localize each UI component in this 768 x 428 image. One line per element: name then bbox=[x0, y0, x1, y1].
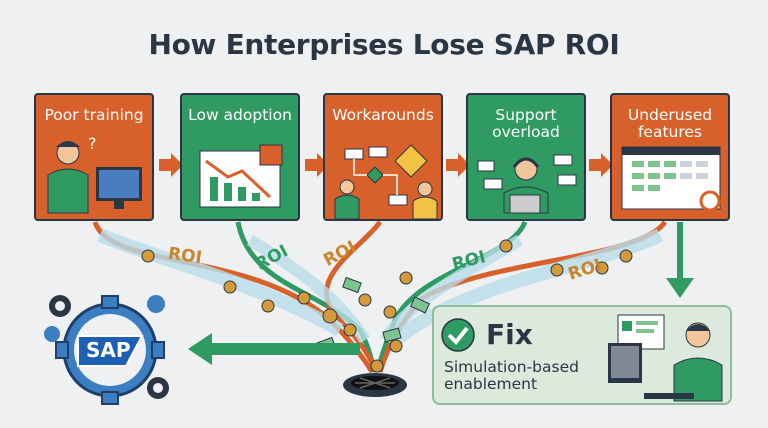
dashboard-screen-icon bbox=[621, 146, 721, 212]
coin-icon bbox=[399, 271, 413, 285]
confused-person-icon: ? bbox=[47, 134, 142, 214]
arrow-right-icon bbox=[589, 153, 613, 177]
support-agent-icon bbox=[477, 154, 577, 214]
workaround-flow-icon bbox=[334, 144, 438, 219]
gear-icon bbox=[147, 295, 165, 313]
gear-icon bbox=[44, 326, 60, 342]
coin-icon bbox=[383, 305, 397, 319]
step-card-underused-features: Underused features bbox=[610, 93, 730, 221]
coin-icon bbox=[370, 359, 384, 373]
step-card-low-adoption: Low adoption bbox=[180, 93, 300, 221]
magnifier-icon bbox=[699, 190, 721, 212]
coin-icon bbox=[141, 249, 155, 263]
fix-subtitle: Simulation-based enablement bbox=[444, 358, 579, 393]
coin-icon bbox=[297, 291, 311, 305]
step-label: Low adoption bbox=[188, 106, 292, 124]
coin-icon bbox=[389, 339, 403, 353]
step-card-support-overload: Support overload bbox=[466, 93, 586, 221]
coin-icon bbox=[499, 239, 513, 253]
step-label: Poor training bbox=[44, 106, 144, 124]
bill-icon bbox=[382, 327, 402, 343]
sap-logo-text: SAP bbox=[86, 338, 131, 362]
thumbs-down-icon bbox=[259, 144, 283, 166]
gear-icon bbox=[147, 377, 169, 399]
coin-icon bbox=[343, 323, 357, 337]
svg-text:?: ? bbox=[88, 134, 97, 153]
arrow-right-icon bbox=[159, 153, 183, 177]
coin-icon bbox=[619, 249, 633, 263]
coin-icon bbox=[595, 261, 609, 275]
gear-icon bbox=[49, 295, 71, 317]
coin-icon bbox=[223, 280, 237, 294]
checkmark-icon bbox=[441, 318, 475, 352]
step-label: Support overload bbox=[492, 106, 560, 141]
step-card-poor-training: Poor training ? bbox=[34, 93, 154, 221]
detour-sign-icon bbox=[394, 144, 428, 178]
coin-icon bbox=[322, 308, 338, 324]
arrow-right-icon bbox=[446, 153, 470, 177]
sap-logo-gear bbox=[44, 295, 169, 405]
coin-icon bbox=[550, 263, 564, 277]
coin-icon bbox=[358, 293, 372, 307]
bill-icon bbox=[409, 296, 431, 314]
page-title: How Enterprises Lose SAP ROI bbox=[148, 28, 620, 61]
learner-at-computer-icon bbox=[608, 314, 723, 402]
fix-title: Fix bbox=[486, 318, 533, 351]
bill-icon bbox=[342, 276, 362, 294]
declining-chart-icon bbox=[199, 144, 283, 208]
coin-icon bbox=[261, 299, 275, 313]
step-label: Underused features bbox=[627, 106, 713, 141]
step-card-workarounds: Workarounds bbox=[323, 93, 443, 221]
step-label: Workarounds bbox=[332, 106, 434, 124]
drain-icon bbox=[343, 373, 407, 397]
